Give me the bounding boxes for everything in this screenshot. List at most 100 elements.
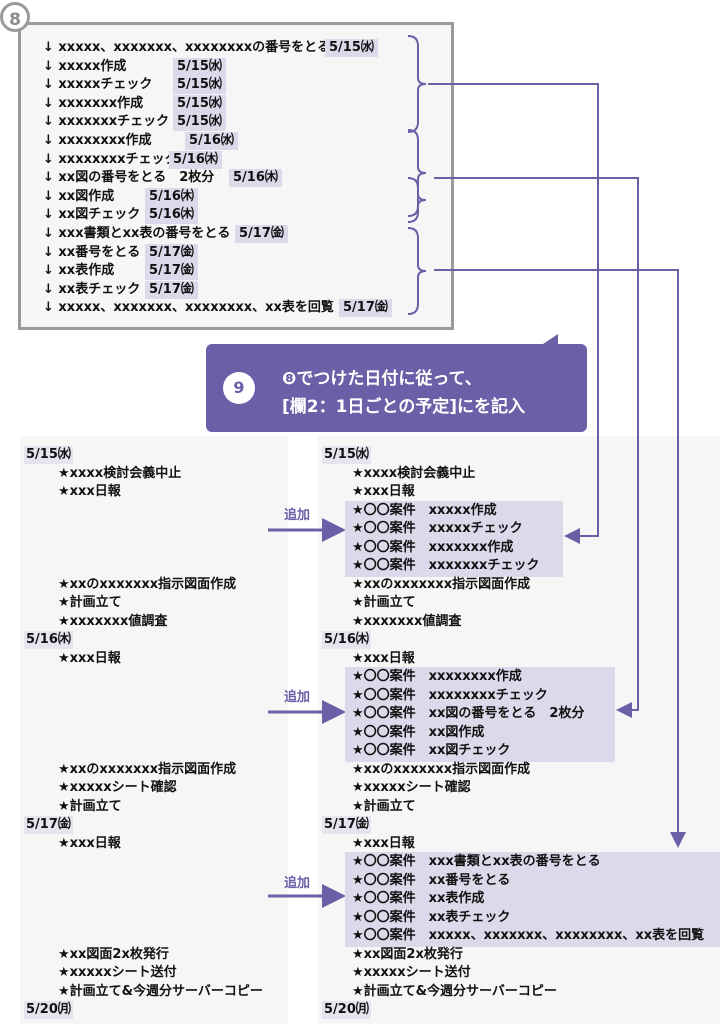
step8-task-date: 5/15㈬ [325, 39, 378, 57]
added-tasks-highlight [345, 852, 720, 947]
schedule-item: ★xxx日報 [58, 484, 121, 499]
added-task-item: ★〇〇案件 xxxxxxxx作成 [352, 669, 522, 684]
step8-task-line: ↓ xxxxx、xxxxxxx、xxxxxxxx、xx表を回覧 [43, 300, 334, 316]
schedule-item: ★xxのxxxxxxx指示図面作成 [352, 761, 531, 777]
schedule-before-column [20, 436, 288, 1024]
brace [407, 129, 427, 217]
added-task-item: ★〇〇案件 xx表チェック [352, 909, 511, 925]
step8-task-date: 5/16㈭ [229, 169, 282, 188]
added-task-item: ★〇〇案件 xx番号をとる [352, 872, 511, 888]
added-task-item: ★〇〇案件 xxxxxxxチェック [352, 558, 540, 573]
step8-task-line: ↓ xxxxxxxチェック [43, 114, 170, 130]
schedule-item: ★計画立て [58, 595, 122, 610]
schedule-item: ★xxxxxシート確認 [58, 780, 177, 795]
schedule-item: ★計画立て [58, 798, 122, 814]
added-task-item: ★〇〇案件 xxxxx、xxxxxxx、xxxxxxxx、xx表を回覧 [352, 928, 705, 943]
callout-line-2: [欄2：1日ごとの予定]にを記入 [282, 397, 526, 417]
schedule-item: ★xxx日報 [352, 835, 415, 851]
schedule-item: ★xxxxxxx値調査 [352, 613, 462, 629]
added-task-item: ★〇〇案件 xxxxxxxxチェック [352, 687, 548, 703]
brace [407, 35, 427, 133]
step8-badge: 8 [0, 2, 30, 32]
step8-task-line: ↓ xxxxxxxx作成 [43, 133, 152, 148]
date-header: 5/20㈪ [322, 1001, 371, 1019]
date-header: 5/17㈮ [24, 816, 73, 834]
schedule-item: ★xx図面2x枚発行 [352, 946, 463, 962]
step8-task-date: 5/17㈮ [235, 225, 288, 243]
brace [407, 177, 427, 223]
schedule-item: ★xxx日報 [58, 650, 121, 666]
schedule-item: ★xxのxxxxxxx指示図面作成 [58, 576, 237, 592]
schedule-item: ★xxのxxxxxxx指示図面作成 [58, 761, 237, 777]
step8-task-date: 5/16㈭ [169, 150, 222, 169]
step8-task-date: 5/15㈬ [173, 76, 226, 95]
schedule-item: ★xxのxxxxxxx指示図面作成 [352, 576, 531, 592]
added-task-item: ★〇〇案件 xxx書類とxx表の番号をとる [352, 854, 601, 869]
connector-5-15 [428, 83, 599, 544]
step8-task-line: ↓ xxxxxチェック [43, 77, 153, 93]
date-header: 5/15㈬ [322, 446, 371, 464]
added-tasks-highlight [345, 500, 563, 577]
schedule-item: ★xx図面2x枚発行 [58, 946, 169, 962]
step8-task-line: ↓ xxxxxxxxチェック [43, 151, 178, 167]
connector-5-16 [434, 177, 639, 718]
step9-callout: 9 ❽でつけた日付に従って、 [欄2：1日ごとの予定]にを記入 [206, 344, 587, 432]
step8-task-line: ↓ xx図チェック [43, 207, 141, 223]
schedule-item: ★xxx日報 [58, 835, 121, 851]
schedule-item: ★xxxxxシート確認 [352, 780, 471, 795]
date-header: 5/16㈭ [322, 631, 371, 649]
step8-task-date: 5/15㈬ [173, 94, 226, 113]
step8-task-date: 5/16㈬ [185, 132, 238, 150]
step8-task-date: 5/17㈮ [145, 280, 198, 299]
step8-task-date: 5/17㈮ [339, 299, 392, 318]
step8-task-line: ↓ xx表作成 [43, 263, 115, 279]
add-label: 追加 [284, 876, 311, 891]
added-task-item: ★〇〇案件 xxxxx作成 [352, 502, 497, 518]
add-label: 追加 [284, 690, 311, 705]
added-task-item: ★〇〇案件 xxxxxxx作成 [352, 539, 514, 555]
step8-task-date: 5/15㈬ [173, 113, 226, 132]
date-header: 5/15㈬ [24, 446, 73, 464]
connector-5-17 [434, 269, 686, 848]
schedule-item: ★xxxx検討会義中止 [352, 465, 476, 481]
schedule-item: ★計画立て&今週分サーバーコピー [58, 983, 263, 999]
callout-tail [540, 334, 558, 346]
step8-task-line: ↓ xx図の番号をとる 2枚分 [43, 170, 215, 186]
date-header: 5/20㈪ [24, 1001, 73, 1019]
added-task-item: ★〇〇案件 xx図チェック [352, 743, 511, 758]
callout-line-1: ❽でつけた日付に従って、 [282, 369, 482, 389]
added-task-item: ★〇〇案件 xx図の番号をとる 2枚分 [352, 706, 585, 721]
step8-task-line: ↓ xxxxx、xxxxxxx、xxxxxxxxの番号をとる [43, 40, 331, 55]
step8-task-date: 5/17㈮ [145, 262, 198, 281]
schedule-item: ★xxxxxxx値調査 [58, 613, 168, 629]
schedule-item: ★計画立て [352, 595, 416, 610]
step8-task-date: 5/16㈭ [145, 206, 198, 225]
schedule-item: ★xxxx検討会義中止 [58, 465, 182, 481]
added-tasks-highlight [345, 667, 615, 762]
schedule-item: ★xxxxxシート送付 [58, 965, 177, 980]
step8-task-date: 5/15㈬ [173, 57, 226, 76]
schedule-item: ★xxx日報 [352, 650, 415, 666]
added-task-item: ★〇〇案件 xx表作成 [352, 891, 485, 906]
step9-badge: 9 [223, 372, 255, 404]
added-task-item: ★〇〇案件 xx図作成 [352, 724, 485, 740]
step8-task-date: 5/16㈭ [145, 187, 198, 206]
schedule-item: ★計画立て [352, 798, 416, 814]
schedule-item: ★xxxxxシート送付 [352, 965, 471, 980]
date-header: 5/17㈮ [322, 816, 371, 834]
add-label: 追加 [284, 508, 311, 523]
step8-task-line: ↓ xx番号をとる [43, 244, 141, 260]
step8-task-line: ↓ xx図作成 [43, 188, 115, 204]
schedule-item: ★xxx日報 [352, 484, 415, 499]
step8-task-line: ↓ xxx書類とxx表の番号をとる [43, 226, 231, 241]
step8-task-date: 5/17㈮ [145, 243, 198, 262]
schedule-item: ★計画立て&今週分サーバーコピー [352, 983, 557, 999]
brace [407, 227, 427, 315]
step8-task-line: ↓ xxxxx作成 [43, 58, 127, 74]
added-task-item: ★〇〇案件 xxxxxチェック [352, 521, 523, 536]
step8-task-line: ↓ xx表チェック [43, 281, 141, 297]
step8-task-line: ↓ xxxxxxx作成 [43, 95, 144, 111]
date-header: 5/16㈭ [24, 631, 73, 649]
